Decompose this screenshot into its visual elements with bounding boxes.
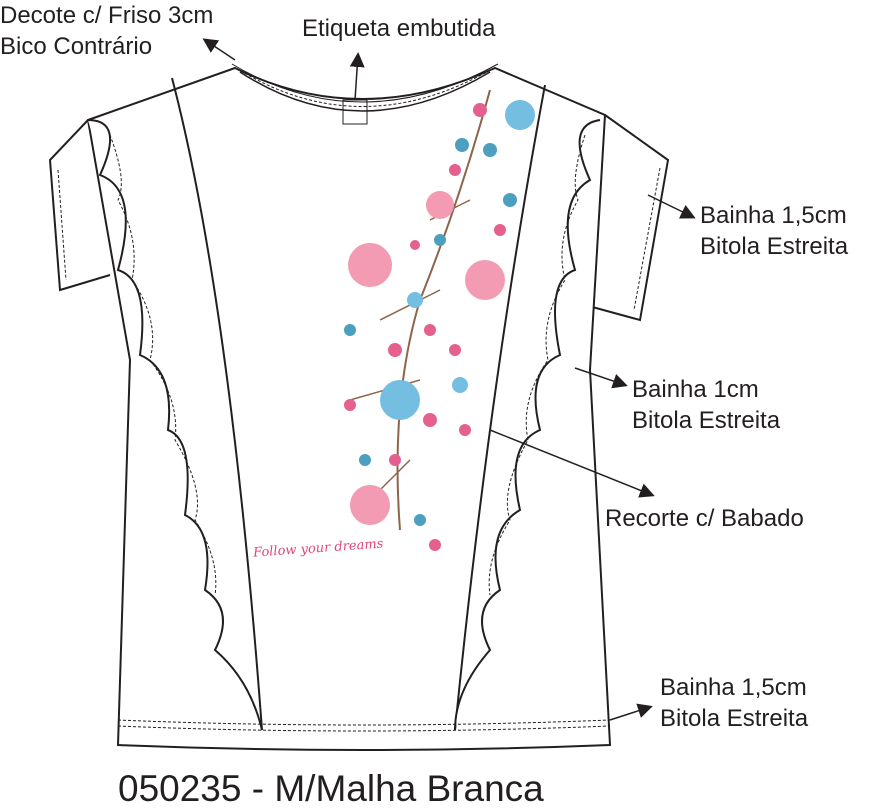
floral-print [344, 89, 535, 551]
callout-line: Bitola Estreita [700, 233, 849, 260]
callout-panel: Recorte c/ Babado [605, 503, 804, 534]
callout-body-hem: Bainha 1,5cm Bitola Estreita [660, 672, 808, 734]
callout-line: Bitola Estreita [632, 407, 781, 434]
right-sleeve [584, 114, 670, 322]
left-ruffle [87, 119, 263, 731]
left-sleeve [48, 119, 111, 292]
callout-line: Bitola Estreita [660, 705, 809, 732]
callout-line: Bainha 1cm [632, 376, 759, 403]
callout-line: Bico Contrário [0, 33, 153, 60]
callout-line: Bainha 1,5cm [700, 202, 847, 229]
right-panel-seam [454, 84, 546, 731]
callout-neckline: Decote c/ Friso 3cm Bico Contrário [0, 0, 213, 62]
callout-ruffle-hem: Bainha 1cm Bitola Estreita [632, 374, 780, 436]
callout-line: Etiqueta embutida [302, 15, 496, 42]
neckline [239, 71, 491, 112]
product-title: 050235 - M/Malha Branca [118, 768, 544, 809]
callout-sleeve-hem: Bainha 1,5cm Bitola Estreita [700, 200, 848, 262]
callout-line: Decote c/ Friso 3cm [0, 2, 214, 29]
callout-label: Etiqueta embutida [302, 13, 495, 44]
callout-line: Recorte c/ Babado [605, 505, 804, 532]
left-panel-seam [171, 77, 263, 731]
callout-line: Bainha 1,5cm [660, 674, 807, 701]
